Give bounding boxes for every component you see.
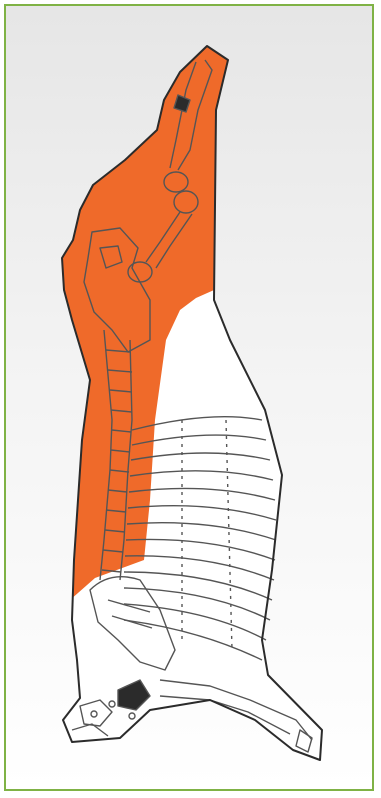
carcass-diagram	[0, 0, 381, 798]
